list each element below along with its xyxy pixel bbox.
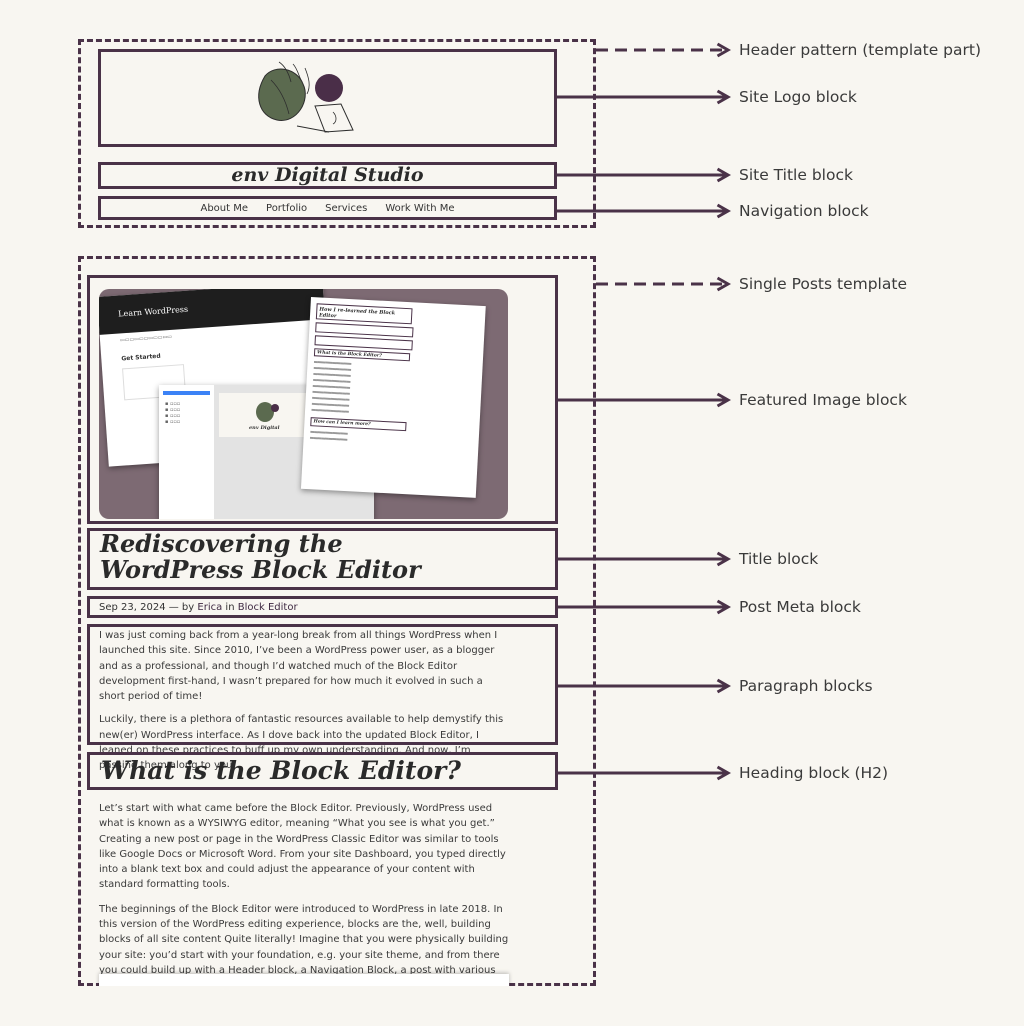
featured-image-frame <box>87 275 558 524</box>
featured-image[interactable]: Learn WordPress ▭▭▭▭▭▭▭▭▭▭▭ Get Started … <box>99 289 508 519</box>
label-single-posts: Single Posts template <box>739 275 907 293</box>
post-meta-separator: — by <box>168 602 195 613</box>
site-title-frame <box>98 162 557 189</box>
next-block-preview <box>99 974 509 988</box>
heading-block-frame <box>87 752 558 790</box>
navigation-menu: About Me Portfolio Services Work With Me <box>100 198 555 218</box>
site-logo-frame <box>98 49 557 147</box>
heading-h2: What is the Block Editor? <box>101 756 461 785</box>
paragraph-blocks: I was just coming back from a year-long … <box>99 628 511 774</box>
label-post-meta: Post Meta block <box>739 598 861 616</box>
site-logo <box>258 61 354 133</box>
post-author-link[interactable]: Erica <box>197 602 223 613</box>
mini-site-title: env Digital <box>249 425 280 431</box>
navigation-frame <box>98 196 557 220</box>
header-pattern-frame <box>78 39 596 228</box>
paragraph-blocks-frame <box>87 624 558 745</box>
post-body: Let’s start with what came before the Bl… <box>99 801 511 994</box>
label-site-title: Site Title block <box>739 166 853 184</box>
post-title-line-2: WordPress Block Editor <box>100 555 421 584</box>
mini-logo-icon <box>256 402 279 422</box>
label-title: Title block <box>739 550 819 568</box>
body-paragraph-1: Let’s start with what came before the Bl… <box>99 803 506 891</box>
post-title-line-1: Rediscovering the <box>100 529 343 558</box>
post-title: Rediscovering the WordPress Block Editor <box>100 531 555 583</box>
paragraph-2: Luckily, there is a plethora of fantasti… <box>99 714 504 772</box>
site-title[interactable]: env Digital Studio <box>231 164 424 186</box>
label-featured-image: Featured Image block <box>739 391 907 409</box>
label-heading: Heading block (H2) <box>739 764 889 782</box>
label-paragraphs: Paragraph blocks <box>739 677 873 695</box>
title-frame <box>87 528 558 590</box>
post-meta-frame <box>87 596 558 618</box>
label-header-pattern: Header pattern (template part) <box>739 41 982 59</box>
nav-item-services[interactable]: Services <box>325 202 368 214</box>
post-meta: Sep 23, 2024 — by Erica in Block Editor <box>99 602 298 613</box>
label-site-logo: Site Logo block <box>739 88 857 106</box>
nav-item-portfolio[interactable]: Portfolio <box>266 202 308 214</box>
post-date[interactable]: Sep 23, 2024 <box>99 602 166 613</box>
paragraph-1: I was just coming back from a year-long … <box>99 630 498 703</box>
post-category-link[interactable]: Block Editor <box>237 602 298 613</box>
nav-item-about-me[interactable]: About Me <box>200 202 249 214</box>
nav-item-work-with-me[interactable]: Work With Me <box>385 202 455 214</box>
post-meta-in: in <box>225 602 235 613</box>
label-navigation: Navigation block <box>739 202 869 220</box>
